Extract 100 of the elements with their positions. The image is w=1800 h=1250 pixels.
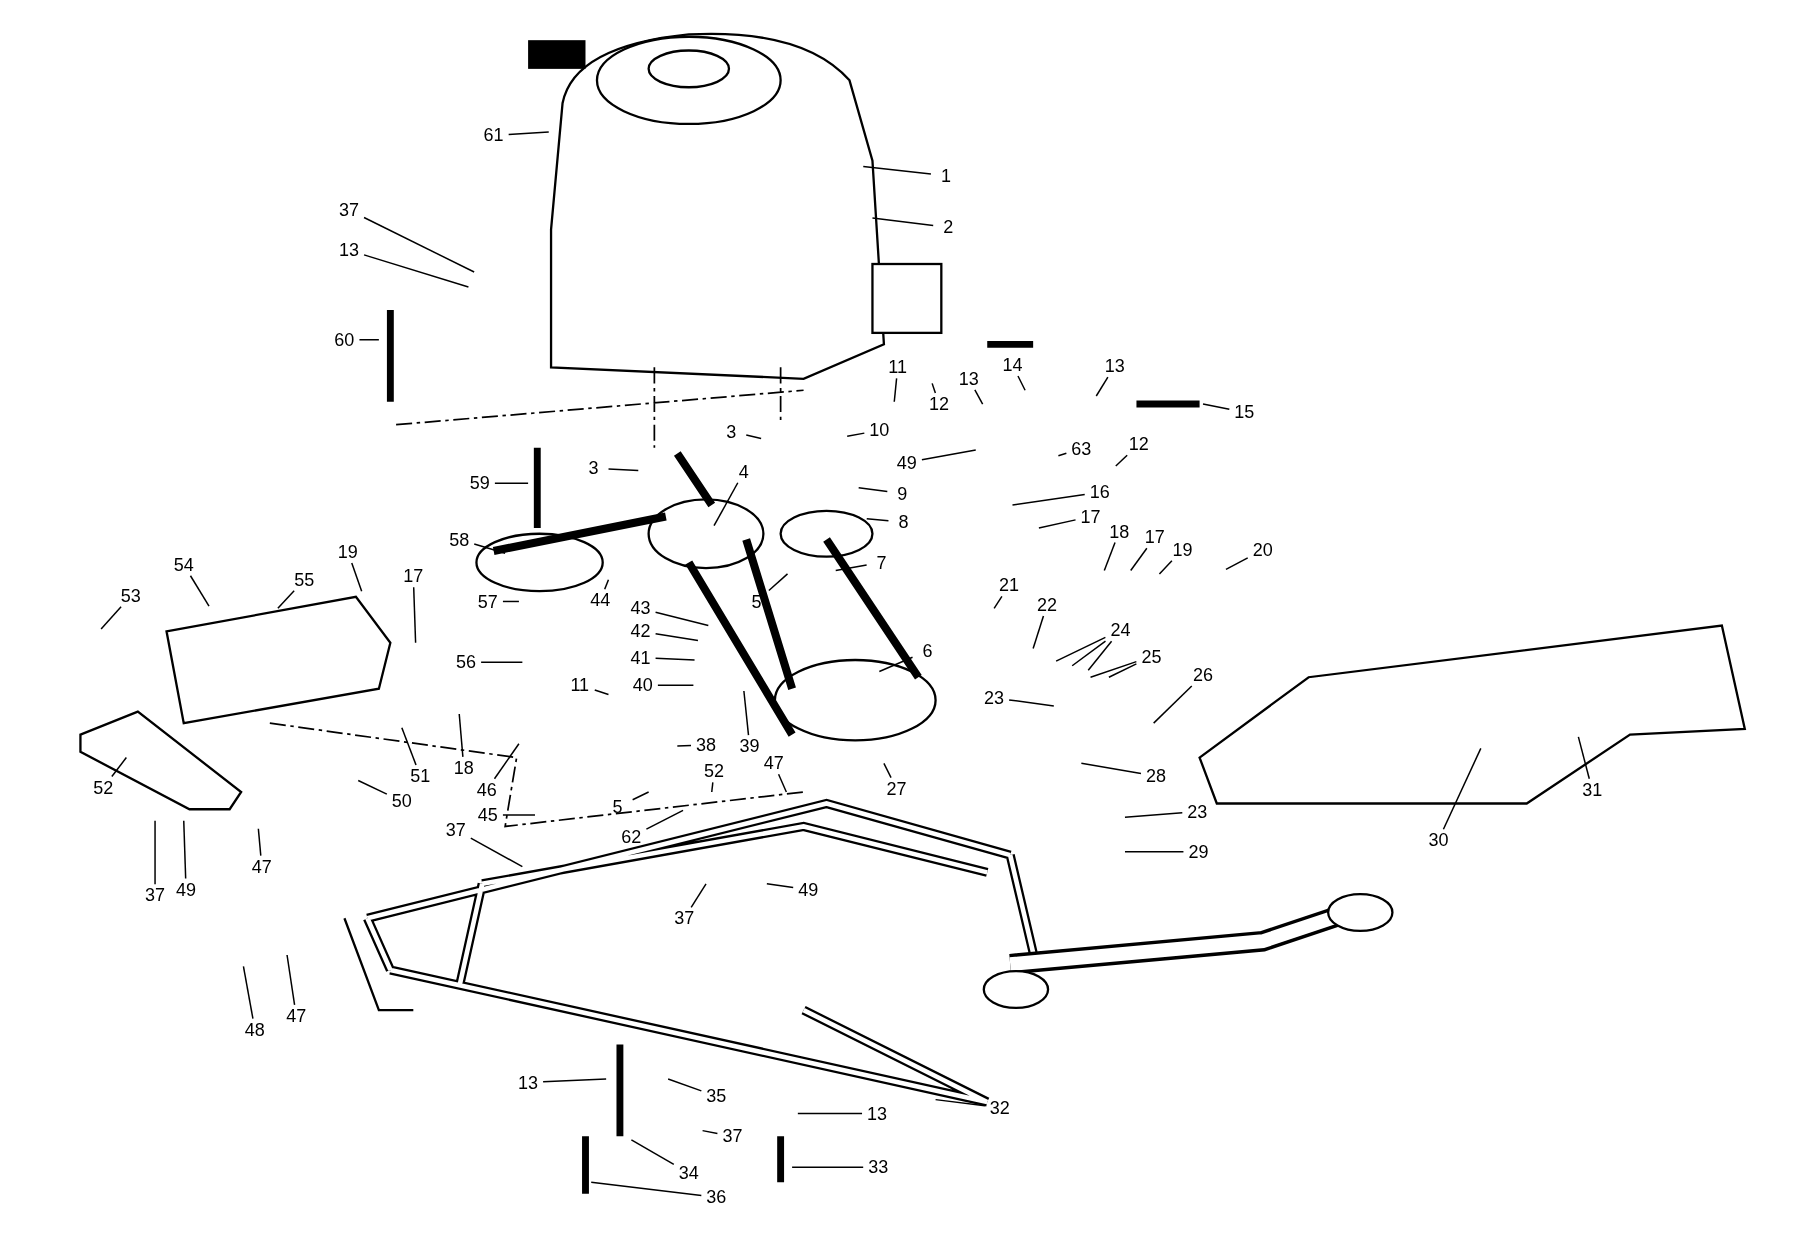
leader-line — [1124, 850, 1185, 853]
callout-number: 49 — [175, 880, 196, 899]
callout-number: 31 — [1582, 780, 1603, 799]
leader-line — [458, 713, 464, 758]
callout-number: 56 — [456, 653, 477, 672]
leader-line — [401, 727, 417, 766]
leader-line — [257, 828, 262, 857]
callout-number: 33 — [868, 1158, 889, 1177]
callout-number: 2 — [943, 218, 954, 237]
leader-line — [189, 575, 210, 607]
callout-number: 17 — [1080, 507, 1101, 526]
callout-number: 11 — [888, 358, 908, 377]
leader-line — [412, 586, 417, 644]
callout-number: 52 — [704, 762, 725, 781]
callout-number: 60 — [334, 330, 355, 349]
leader-line — [493, 743, 520, 780]
leader-line — [1442, 747, 1482, 830]
leader-line — [1057, 452, 1068, 457]
callout-number: 20 — [1252, 540, 1273, 559]
leader-line — [745, 434, 762, 440]
callout-number: 26 — [1193, 666, 1214, 684]
leader-line — [676, 744, 692, 747]
leader-line — [883, 762, 892, 779]
leader-line — [1124, 811, 1184, 818]
leader-line — [277, 589, 295, 610]
callout-number: 11 — [570, 676, 590, 695]
leader-line — [667, 1078, 703, 1092]
callout-number: 12 — [929, 395, 950, 414]
leader-line — [934, 1098, 986, 1107]
leader-line — [1103, 541, 1116, 572]
leader-line — [1089, 660, 1138, 678]
leader-line — [590, 1181, 703, 1197]
leader-line — [542, 1078, 607, 1083]
leader-line — [1017, 375, 1026, 391]
callout-number: 4 — [738, 462, 749, 481]
callout-number: 53 — [120, 586, 141, 605]
callout-number: 16 — [1089, 483, 1110, 502]
leader-line — [358, 339, 380, 341]
callout-number: 30 — [1428, 831, 1449, 850]
leader-line — [893, 377, 898, 403]
leader-line — [1108, 663, 1138, 678]
callout-number: 27 — [886, 779, 907, 798]
callout-number: 47 — [286, 1006, 307, 1025]
leader-line — [502, 600, 520, 603]
callout-number: 3 — [588, 459, 599, 478]
callout-number: 13 — [518, 1073, 539, 1092]
leader-line — [865, 518, 890, 522]
callout-number: 41 — [630, 648, 651, 667]
leader-line — [363, 216, 475, 273]
callout-number: 40 — [632, 676, 653, 695]
leader-line — [797, 1112, 863, 1115]
callout-number: 62 — [621, 827, 642, 846]
callout-number: 22 — [1036, 595, 1057, 614]
leader-line — [871, 217, 934, 227]
leader-line — [657, 684, 695, 686]
callout-number: 38 — [695, 736, 716, 754]
leader-line — [631, 791, 650, 801]
callout-number: 1 — [940, 166, 951, 185]
callout-number: 37 — [338, 201, 359, 220]
leader-line — [1129, 547, 1148, 572]
callout-number: 6 — [922, 641, 933, 660]
callout-number: 57 — [477, 592, 498, 611]
leader-line — [878, 656, 914, 673]
leader-line — [1152, 685, 1193, 724]
leader-line — [654, 657, 696, 661]
callout-number: 59 — [469, 474, 490, 493]
callout-number: 13 — [958, 369, 979, 388]
leader-line — [630, 1139, 675, 1166]
callout-number: 17 — [1144, 528, 1165, 547]
leader-line — [603, 578, 610, 591]
callout-number: 48 — [244, 1020, 265, 1039]
leader-line — [357, 779, 388, 795]
leader-line — [645, 809, 684, 830]
leader-line — [1225, 557, 1249, 571]
callout-number: 13 — [867, 1104, 888, 1123]
leader-line — [242, 965, 254, 1020]
callout-number: 34 — [678, 1164, 699, 1183]
leader-line — [1071, 640, 1107, 667]
callout-number: 37 — [445, 820, 466, 839]
leader-line — [154, 819, 156, 886]
leader-line — [993, 595, 1003, 610]
callout-number: 19 — [1172, 540, 1193, 559]
leader-line — [1008, 699, 1055, 707]
callout-number: 32 — [989, 1098, 1010, 1117]
callout-number: 43 — [630, 599, 651, 618]
leader-line — [1032, 615, 1045, 650]
callout-number: 18 — [453, 759, 474, 777]
callout-number: 9 — [897, 484, 908, 503]
callout-number: 25 — [1141, 647, 1162, 666]
callout-number: 28 — [1145, 767, 1166, 785]
leader-line — [701, 1129, 719, 1135]
callout-number: 35 — [706, 1087, 727, 1106]
leader-line — [846, 432, 866, 437]
leader-line — [100, 606, 122, 630]
callout-number: 13 — [338, 241, 359, 260]
leader-line — [473, 543, 506, 554]
callout-number: 58 — [449, 530, 470, 549]
leader-line — [286, 954, 296, 1006]
leader-line — [1080, 762, 1142, 775]
callout-number: 36 — [706, 1188, 727, 1207]
